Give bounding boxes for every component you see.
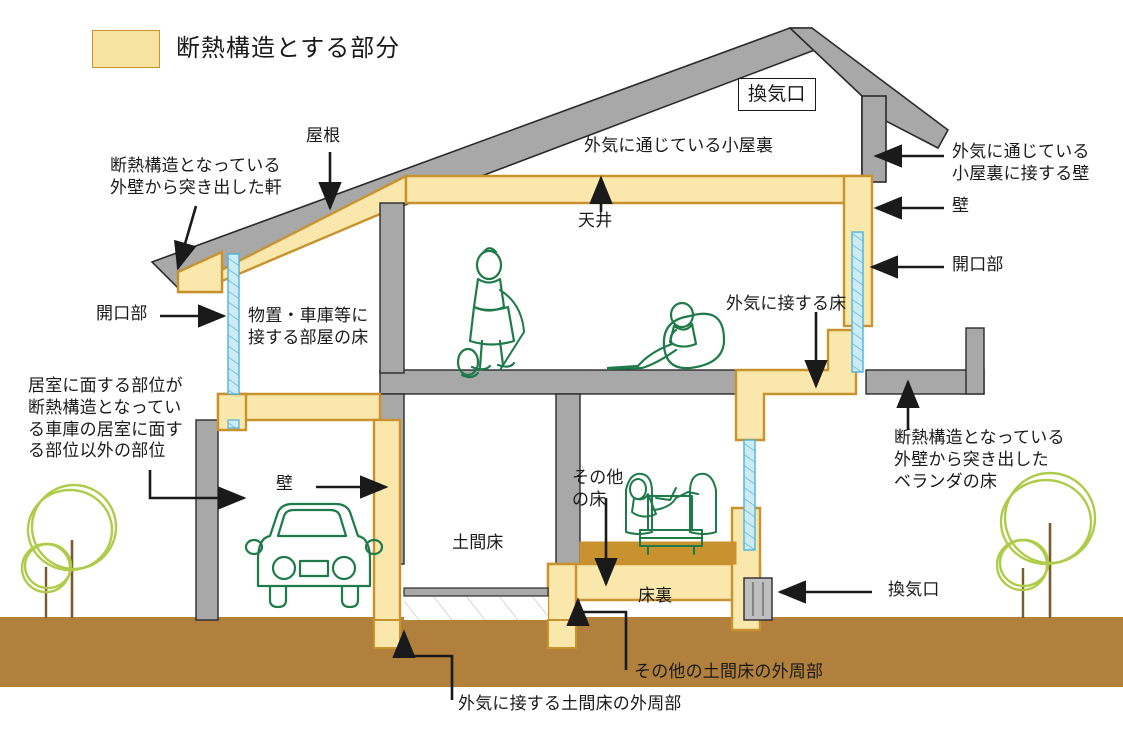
label-underfloor: 床裏 bbox=[638, 586, 673, 606]
slab-floor-area bbox=[403, 587, 549, 620]
person-vacuuming-icon bbox=[456, 247, 525, 379]
tree-right-icon bbox=[995, 471, 1097, 618]
leader-lines bbox=[148, 144, 944, 700]
label-floor-exposed-outside-air: 外気に接する床 bbox=[726, 294, 847, 314]
label-other-floor: その他 の床 bbox=[572, 468, 624, 510]
label-slab-floor: 土間床 bbox=[452, 533, 504, 553]
person-on-beanbag-icon bbox=[606, 301, 726, 371]
legend-label: 断熱構造とする部分 bbox=[176, 34, 401, 62]
opening-lower-glazing bbox=[743, 439, 756, 551]
label-roof: 屋根 bbox=[306, 126, 341, 146]
veranda-slab bbox=[965, 327, 985, 395]
floor-exposed-to-outside-air bbox=[734, 328, 858, 442]
label-wall-adjacent-vented-attic: 外気に通じている 小屋裏に接する壁 bbox=[952, 142, 1090, 184]
label-eaves-from-insulated-wall: 断熱構造となっている 外壁から突き出した軒 bbox=[110, 156, 282, 198]
tree-left-icon bbox=[20, 483, 118, 618]
label-slab-perimeter-exposed-air: 外気に接する土間床の外周部 bbox=[458, 694, 682, 714]
opening-left-glazing bbox=[227, 253, 240, 395]
label-opening-left: 開口部 bbox=[96, 304, 148, 324]
legend-swatch bbox=[92, 30, 160, 68]
label-wall-right: 壁 bbox=[952, 196, 970, 216]
vent-grille-icon bbox=[743, 577, 773, 621]
opening-right-upper-glazing bbox=[851, 231, 864, 373]
label-other-slab-perimeter: その他の土間床の外周部 bbox=[634, 662, 824, 682]
label-ceiling: 天井 bbox=[578, 211, 613, 231]
person-on-sofa-icon bbox=[625, 472, 717, 555]
label-vented-attic: 外気に通じている小屋裏 bbox=[584, 136, 774, 156]
floor-adjacent-to-garage bbox=[216, 392, 402, 632]
label-vent-top: 換気口 bbox=[738, 78, 816, 112]
label-wall-garage: 壁 bbox=[276, 474, 294, 494]
car-front-icon bbox=[244, 502, 384, 609]
label-vent-bottom: 換気口 bbox=[888, 580, 940, 600]
label-opening-right: 開口部 bbox=[952, 255, 1004, 275]
opening-garage-glazing bbox=[227, 419, 240, 429]
label-veranda-from-insulated-wall: 断熱構造となっている 外壁から突き出した ベランダの床 bbox=[894, 428, 1065, 492]
label-floor-adjacent-storage-garage: 物置・車庫等に 接する部屋の床 bbox=[248, 306, 369, 348]
label-garage-non-living-parts: 居室に面する部位が 断熱構造となってい る車庫の居室に面す る部位以外の部位 bbox=[28, 376, 183, 462]
